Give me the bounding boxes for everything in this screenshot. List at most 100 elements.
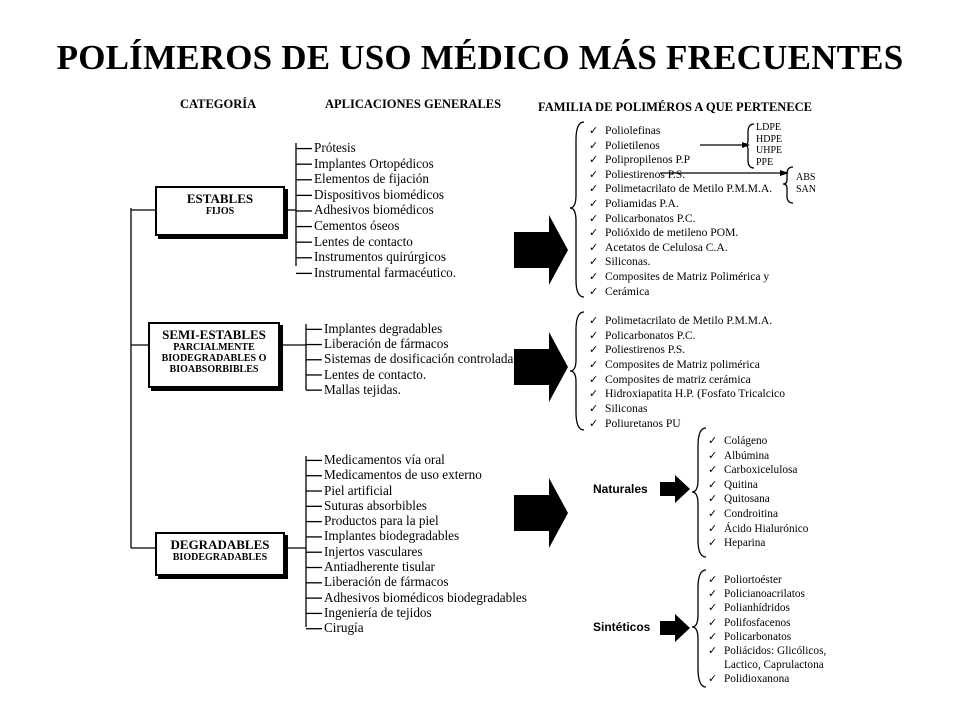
application-item-label: Elementos de fijación: [314, 171, 429, 187]
natural-item-label: Condroitina: [724, 507, 778, 520]
natural-item: ✓Ácido Hialurónico: [708, 522, 808, 537]
header-aplicaciones: APLICACIONES GENERALES: [325, 97, 502, 111]
family-item-label: Policarbonatos P.C.: [605, 328, 696, 342]
check-icon: ✓: [708, 672, 718, 686]
check-icon: ✓: [589, 372, 599, 386]
family-item-label: Polipropilenos P.P: [605, 153, 691, 167]
family-item-label: Poliamidas P.A.: [605, 196, 679, 210]
check-icon: ✓: [589, 284, 599, 298]
application-item: Instrumentos quirúrgicos: [314, 249, 456, 265]
poliestireno-type-label: ABS: [796, 172, 816, 183]
application-item-label: Medicamentos vía oral: [324, 452, 445, 467]
naturales-label: Naturales: [593, 482, 648, 496]
family-item: ✓ Acetatos de Celulosa C.A.: [589, 241, 772, 256]
application-item: Mallas tejidas.: [324, 382, 513, 397]
natural-item-label: Albúmina: [724, 449, 770, 462]
check-icon: ✓: [589, 226, 599, 240]
sintetico-item-label: Polifosfacenos: [724, 616, 791, 629]
family-item-label: Composites de Matriz polimérica: [605, 358, 760, 372]
application-item-label: Mallas tejidas.: [324, 381, 401, 397]
application-item: Injertos vasculares: [324, 544, 527, 559]
check-icon: ✓: [708, 434, 718, 447]
sintetico-item: ✓Polianhídridos: [708, 601, 826, 615]
application-item: Suturas absorbibles: [324, 498, 527, 513]
sintetico-item: ✓ Policianoacrilatos: [708, 587, 826, 601]
application-item-label: Liberación de fármacos: [324, 574, 449, 590]
check-icon: ✓: [708, 587, 718, 601]
natural-item-label: Ácido Hialurónico: [724, 522, 809, 535]
check-icon: ✓: [589, 182, 599, 196]
natural-item-label: Quitina: [724, 478, 758, 491]
application-item-label: Productos para la piel: [324, 513, 439, 529]
family-item-label: Cerámica: [605, 284, 650, 298]
family-item: ✓Poliolefinas: [589, 124, 772, 139]
check-icon: ✓: [708, 492, 718, 506]
family-item-label: Polimetacrilato de Metilo P.M.M.A.: [605, 314, 773, 327]
family-item: ✓Siliconas.: [589, 255, 772, 270]
category-sub: BIOABSORBIBLES: [169, 364, 259, 376]
natural-item: ✓Colágeno: [708, 434, 808, 449]
family-item-label: Poliestirenos P.S.: [605, 167, 686, 181]
check-icon: ✓: [589, 240, 599, 254]
application-item-label: Cirugía: [324, 620, 364, 636]
family-item-label: Acetatos de Celulosa C.A.: [605, 240, 728, 254]
family-item: ✓Polietilenos: [589, 139, 772, 154]
application-item: Adhesivos biomédicos: [314, 202, 456, 218]
application-item-label: Lentes de contacto: [314, 233, 413, 249]
application-item-label: Adhesivos biomédicos: [314, 202, 434, 218]
polietileno-type-label: HDPE: [756, 133, 783, 145]
application-item: Medicamentos vía oral: [324, 452, 527, 467]
poliestireno-type: ABS: [796, 172, 816, 184]
families-list-estables: ✓Poliolefinas✓Polietilenos ✓ Polipropileno…: [589, 124, 772, 299]
sintetico-item-label: Polianhídridos: [724, 602, 790, 615]
check-icon: ✓: [708, 477, 718, 491]
application-item: Liberación de fármacos: [324, 574, 527, 589]
check-icon: ✓: [589, 343, 599, 357]
application-item-label: Ingeniería de tejidos: [324, 604, 432, 620]
sintetico-item: ✓Policarbonatos: [708, 630, 826, 644]
sinteticos-list: ✓Poliortoéster✓Policianoacrilatos✓Polian…: [708, 573, 826, 687]
application-item: Instrumental farmacéutico.: [314, 265, 456, 281]
family-item-label: Siliconas: [605, 402, 648, 416]
check-icon: ✓: [589, 167, 599, 181]
check-icon: ✓: [708, 448, 718, 462]
category-box-semi-estables: SEMI-ESTABLES PARCIALMENTE BIODEGRADABLE…: [148, 322, 280, 388]
sintetico-item: ✓Polidioxanona: [708, 672, 826, 686]
natural-item-label: Heparina: [724, 537, 766, 550]
category-main: SEMI-ESTABLES: [162, 327, 266, 342]
application-item: Implantes degradables: [324, 321, 513, 336]
family-item: ✓Siliconas: [589, 402, 785, 417]
family-item-label: Composites de matriz cerámica: [605, 372, 751, 386]
category-box-degradables: DEGRADABLES BIODEGRADABLES: [155, 532, 285, 576]
natural-item: ✓ Carboxicelulosa: [708, 463, 808, 478]
category-tree-lines: [130, 121, 794, 688]
family-item-label: Poliestirenos P.S.: [605, 343, 686, 357]
application-item: Antiadherente tisular: [324, 559, 527, 574]
natural-item-label: Quitosana: [724, 493, 770, 506]
application-item: Productos para la piel: [324, 513, 527, 528]
sintetico-item-label: Policianoacrilatos: [724, 588, 805, 601]
family-item: ✓Polióxido de metileno POM.: [589, 226, 772, 241]
application-item: Dispositivos biomédicos: [314, 187, 456, 203]
polietileno-type-label: UHPE: [756, 145, 783, 156]
application-item-label: Instrumental farmacéutico.: [314, 264, 457, 280]
natural-item-label: Carboxicelulosa: [724, 464, 798, 477]
application-item-label: Suturas absorbibles: [324, 497, 427, 513]
family-item: ✓ Policarbonatos P.C.: [589, 212, 772, 227]
natural-item: ✓Condroitina: [708, 507, 808, 522]
check-icon: ✓: [708, 463, 718, 477]
application-item-label: Medicamentos de uso externo: [324, 467, 482, 483]
check-icon: ✓: [589, 211, 599, 225]
polietileno-type: HDPE: [756, 134, 782, 146]
check-icon: ✓: [589, 124, 599, 137]
sintetico-item-label: Lactico, Caprulactona: [724, 659, 824, 672]
application-item-label: Injertos vasculares: [324, 543, 423, 559]
family-item-label: Policarbonatos P.C.: [605, 211, 696, 225]
big-arrow-semi-estables: [514, 332, 568, 402]
big-arrow-degradables: [514, 478, 568, 548]
check-icon: ✓: [708, 629, 718, 643]
